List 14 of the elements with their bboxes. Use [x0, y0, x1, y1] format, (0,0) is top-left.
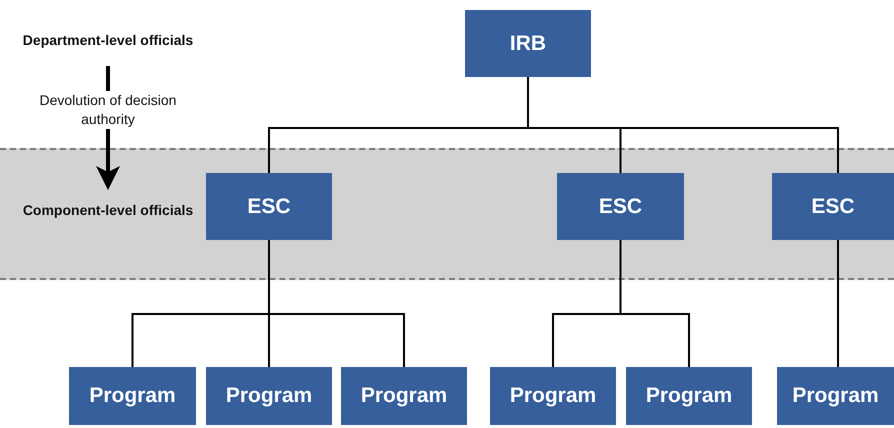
org-box: ESC — [557, 173, 684, 240]
org-box: Program — [490, 367, 616, 425]
level-label: Department-level officials — [18, 18, 198, 62]
org-box: Program — [626, 367, 752, 425]
org-box: IRB — [465, 10, 591, 77]
org-box: Program — [777, 367, 894, 425]
org-box: Program — [69, 367, 196, 425]
connector-line — [527, 77, 839, 173]
org-box: ESC — [206, 173, 332, 240]
level-label: Component-level officials — [18, 188, 198, 232]
org-box: Program — [206, 367, 332, 425]
connector-line — [837, 240, 839, 367]
org-box: ESC — [772, 173, 894, 240]
org-box: Program — [341, 367, 467, 425]
